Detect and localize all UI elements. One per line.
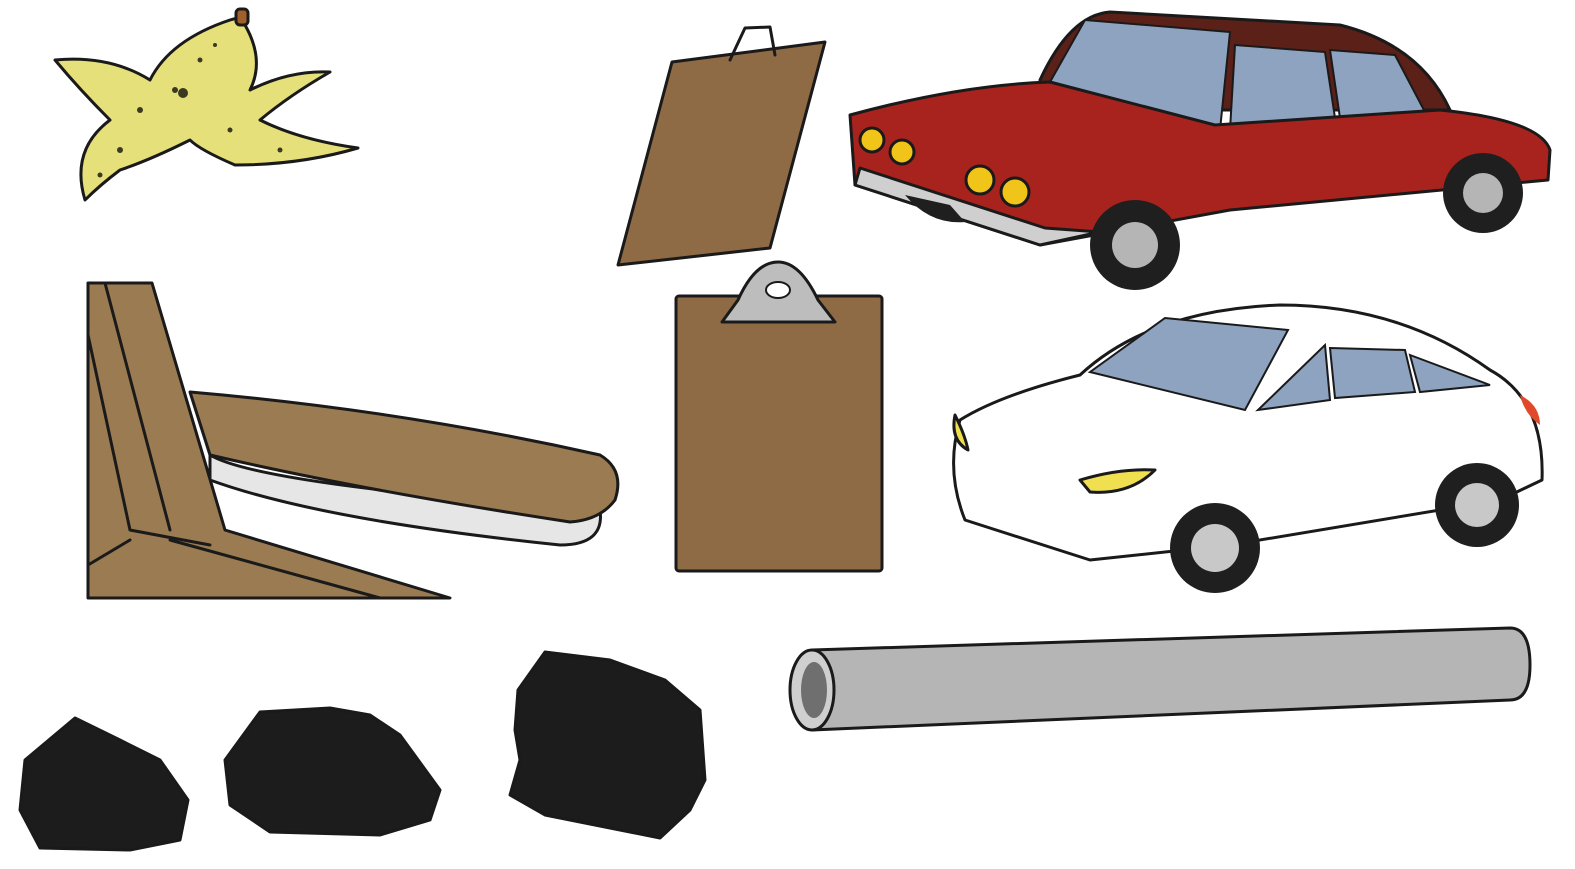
wheel xyxy=(1443,153,1523,233)
coal-rock-large xyxy=(508,650,707,840)
metal-pipe xyxy=(788,626,1532,732)
coal-rock-small xyxy=(18,716,190,852)
clipboard-tilted xyxy=(616,25,827,267)
banana-peel xyxy=(53,7,360,202)
wheel xyxy=(1170,503,1260,593)
wheel xyxy=(1435,463,1519,547)
clipboard-upright xyxy=(674,260,884,573)
white-hatchback xyxy=(952,303,1544,593)
red-sedan xyxy=(848,10,1552,290)
bench-corner xyxy=(86,281,620,600)
wheel xyxy=(1090,200,1180,290)
coal-rock-medium xyxy=(223,706,442,837)
